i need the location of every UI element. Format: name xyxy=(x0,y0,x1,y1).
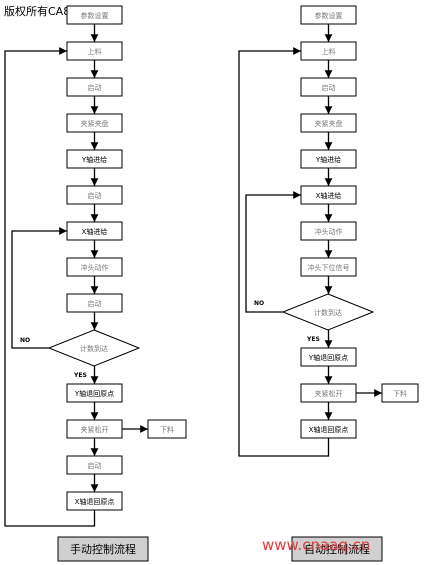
manual-step-label: 冲头动作 xyxy=(81,263,109,272)
auto-step-label: Y轴进给 xyxy=(315,155,341,164)
manual-title: 手动控制流程 xyxy=(70,542,136,556)
auto-title-box xyxy=(291,536,383,562)
manual-step-label: 启动 xyxy=(88,191,102,200)
manual-step-label: X轴进给 xyxy=(82,227,108,236)
auto-after-step-label: X轴退回原点 xyxy=(309,425,349,434)
copyright-text: 版权所有CA800 xyxy=(4,5,85,18)
auto-step-label: X轴进给 xyxy=(316,191,342,200)
auto-no-loop xyxy=(245,191,301,313)
auto-step-label: 夹紧夹盘 xyxy=(315,119,343,128)
manual-step-label: 启动 xyxy=(88,83,102,92)
manual-step-label: Y轴进给 xyxy=(81,155,107,164)
manual-outer-loop xyxy=(4,47,96,527)
auto-flow: 参数设置 上料 启动 夹紧夹盘 Y轴进给 X轴进给 冲头动作 冲头下位信号 计数… xyxy=(238,5,419,562)
auto-title: 自动控制流程 xyxy=(304,542,370,556)
manual-flow: 参数设置 上料 启动 夹紧夹盘 Y轴进给 启动 X轴进给 冲头动作 启动 计数到… xyxy=(4,5,187,562)
auto-yes-label: YES xyxy=(306,336,320,343)
manual-step-label: 启动 xyxy=(88,299,102,308)
auto-side-step-label: 下料 xyxy=(393,389,407,398)
auto-step-label: 启动 xyxy=(322,83,336,92)
auto-step-label: 冲头下位信号 xyxy=(308,263,350,272)
auto-no-label: NO xyxy=(254,300,264,307)
auto-decision-label: 计数到达 xyxy=(314,308,342,317)
watermark-text: www.cnaaq.cn xyxy=(262,536,370,554)
manual-after-step-label: 启动 xyxy=(88,461,102,470)
manual-step-label: 参数设置 xyxy=(81,11,109,20)
manual-decision-label: 计数到达 xyxy=(80,344,108,353)
manual-title-box xyxy=(57,536,149,562)
auto-after-step-label: 夹紧松开 xyxy=(315,389,343,398)
auto-outer-loop xyxy=(238,47,330,457)
manual-step-label: 夹紧夹盘 xyxy=(81,119,109,128)
auto-step-label: 冲头动作 xyxy=(315,227,343,236)
auto-after-step-label: Y轴退回原点 xyxy=(308,353,348,362)
manual-after-step-label: 夹紧松开 xyxy=(81,425,109,434)
manual-after-step-label: Y轴退回原点 xyxy=(74,389,114,398)
manual-step-label: 上料 xyxy=(88,47,102,56)
manual-no-label: NO xyxy=(20,337,30,344)
manual-yes-label: YES xyxy=(73,372,87,379)
auto-step-label: 参数设置 xyxy=(315,11,343,20)
manual-after-step-label: X轴退回原点 xyxy=(75,497,115,506)
manual-no-loop xyxy=(11,227,67,349)
manual-side-step-label: 下料 xyxy=(160,425,174,434)
auto-step-label: 上料 xyxy=(322,47,336,56)
